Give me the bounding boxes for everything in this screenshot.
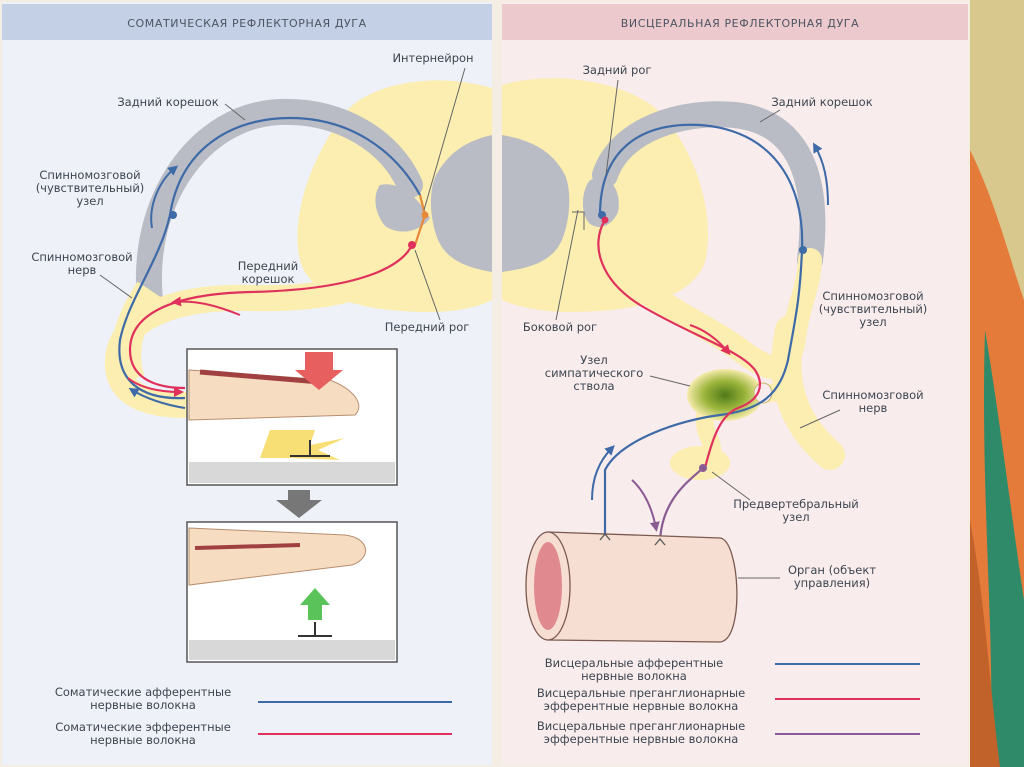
ventral-horn-label: Передний рог — [385, 320, 470, 334]
left-spinal-nerve-trunk — [111, 281, 163, 385]
svg-text:Висцеральные афферентные: Висцеральные афферентные — [545, 656, 723, 670]
svg-text:Орган (объект: Орган (объект — [788, 563, 876, 577]
lateral-horn-label: Боковой рог — [523, 320, 597, 334]
left-dorsal-root-leader — [224, 103, 246, 121]
postganglionic-arrow — [631, 479, 660, 532]
svg-text:корешок: корешок — [242, 272, 295, 286]
left-afferent-arrow-up — [150, 165, 179, 229]
right-dorsal-root-label: Задний корешок — [771, 95, 872, 109]
down-arrow — [276, 490, 322, 518]
svg-text:Спинномозговой: Спинномозговой — [822, 289, 923, 303]
left-dorsal-root-label: Задний корешок — [117, 95, 218, 109]
svg-text:(чувствительный): (чувствительный) — [36, 181, 145, 195]
svg-text:эфферентные нервные волокна: эфферентные нервные волокна — [544, 699, 739, 713]
right-header-bar — [502, 4, 968, 40]
dorsal-horn-leader — [605, 79, 619, 176]
svg-text:нервные волокна: нервные волокна — [90, 698, 196, 712]
svg-text:управления): управления) — [794, 576, 870, 590]
finger-touch-illustration — [186, 348, 398, 486]
sympathetic-node-label: Узел симпатического ствола — [545, 353, 643, 393]
svg-text:Предвертебральный: Предвертебральный — [733, 497, 859, 511]
left-legend-afferent: Соматические афферентные нервные волокна — [55, 685, 452, 712]
svg-text:Передний: Передний — [238, 259, 299, 273]
svg-text:Узел: Узел — [580, 353, 608, 367]
right-panel-title: ВИСЦЕРАЛЬНАЯ РЕФЛЕКТОРНАЯ ДУГА — [621, 17, 859, 30]
interneuron-label: Интернейрон — [392, 51, 473, 65]
postganglionic-fiber — [658, 467, 704, 546]
svg-text:нервные волокна: нервные волокна — [581, 669, 687, 683]
left-motor-neuron-cell — [408, 241, 416, 249]
right-efferent-arrow — [689, 324, 731, 356]
svg-text:нервные волокна: нервные волокна — [90, 733, 196, 747]
right-legend-afferent: Висцеральные афферентные нервные волокна — [545, 656, 920, 683]
svg-text:Спинномозговой: Спинномозговой — [39, 168, 140, 182]
decorative-side-strip — [970, 0, 1024, 767]
right-preganglionic-cell — [601, 216, 609, 224]
left-spinal-cord — [297, 80, 492, 312]
left-efferent-arrow-finger — [127, 377, 184, 397]
sympathetic-trunk-node — [687, 369, 763, 421]
left-efferent-arrow — [171, 296, 241, 316]
interneuron-leader — [423, 67, 466, 211]
prevertebral-node — [670, 446, 730, 480]
right-nerve-label: Спинномозговой нерв — [822, 388, 923, 415]
svg-text:Спинномозговой: Спинномозговой — [31, 250, 132, 264]
left-panel-title: СОМАТИЧЕСКАЯ РЕФЛЕКТОРНАЯ ДУГА — [127, 17, 367, 30]
right-afferent-fiber — [598, 123, 804, 540]
svg-text:Соматические эфферентные: Соматические эфферентные — [55, 720, 231, 734]
svg-text:узел: узел — [76, 194, 103, 208]
right-legend-preganglionic: Висцеральные преганглионарные эфферентны… — [537, 686, 920, 713]
svg-text:нерв: нерв — [859, 401, 888, 415]
svg-text:Висцеральные преганглионарные: Висцеральные преганглионарные — [537, 719, 745, 733]
left-legend-efferent: Соматические эфферентные нервные волокна — [55, 720, 452, 747]
dorsal-horn-label: Задний рог — [583, 63, 652, 77]
left-ganglion-label: Спинномозговой (чувствительный) узел — [36, 168, 145, 208]
right-efferent-fiber — [597, 219, 761, 469]
svg-text:нерв: нерв — [68, 263, 97, 277]
right-afferent-arrow-up — [813, 142, 829, 206]
finger-withdrawn-illustration — [186, 521, 398, 663]
prevertebral-leader — [711, 471, 751, 501]
left-ganglion-cell — [169, 211, 177, 219]
ventral-horn-leader — [414, 249, 441, 321]
right-legend-postganglionic: Висцеральные преганглионарные эфферентны… — [537, 719, 920, 746]
svg-text:узел: узел — [782, 510, 809, 524]
right-nerve-leader — [799, 409, 841, 429]
organ-label: Орган (объект управления) — [788, 563, 876, 590]
left-afferent-arrow-finger — [128, 387, 186, 409]
right-dorsal-root — [592, 101, 826, 273]
prevertebral-label: Предвертебральный узел — [733, 497, 859, 524]
lateral-horn-leader — [555, 209, 585, 321]
left-nerve-leader — [99, 274, 133, 299]
sympathetic-node-leader — [649, 375, 691, 387]
svg-text:Спинномозговой: Спинномозговой — [822, 388, 923, 402]
right-ganglion-cell — [799, 246, 807, 254]
left-nerve-label: Спинномозговой нерв — [31, 250, 132, 277]
right-ganglion-label: Спинномозговой (чувствительный) узел — [819, 289, 928, 329]
right-dorsal-root-leader — [759, 109, 781, 123]
svg-text:Соматические афферентные: Соматические афферентные — [55, 685, 231, 699]
right-ventral-root — [588, 238, 822, 380]
svg-text:Висцеральные преганглионарные: Висцеральные преганглионарные — [537, 686, 745, 700]
target-organ — [525, 531, 738, 643]
svg-text:эфферентные нервные волокна: эфферентные нервные волокна — [544, 732, 739, 746]
ventral-root-label: Передний корешок — [238, 259, 299, 286]
svg-text:симпатического: симпатического — [545, 366, 643, 380]
svg-text:узел: узел — [859, 315, 886, 329]
svg-text:(чувствительный): (чувствительный) — [819, 302, 928, 316]
right-afferent-arrow-organ — [591, 445, 615, 501]
left-interneuron-cell — [421, 211, 429, 219]
svg-text:ствола: ствола — [573, 379, 614, 393]
left-dorsal-root — [135, 98, 423, 313]
left-afferent-fiber — [118, 116, 421, 400]
left-header-bar — [2, 4, 492, 40]
